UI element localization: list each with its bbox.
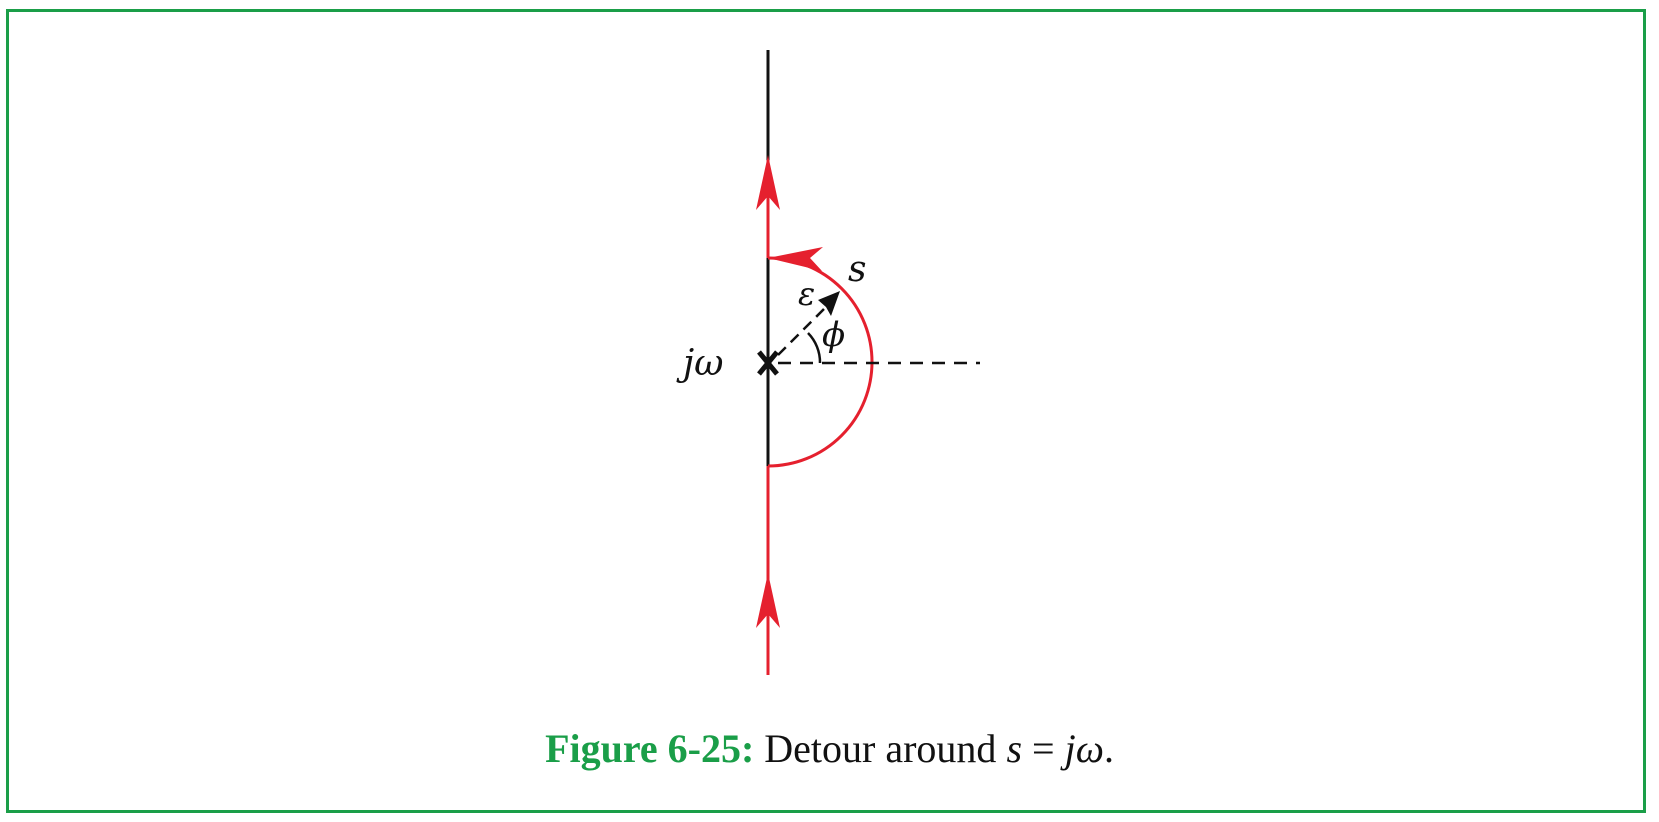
angle-arc [807, 332, 822, 364]
radius-dashed-line [777, 306, 827, 356]
caption-equals: = [1022, 726, 1065, 771]
figure-label: Figure 6-25: [545, 726, 755, 771]
pole-marker [757, 350, 779, 376]
caption-period: . [1103, 726, 1114, 771]
contour-arrow-bottom [756, 573, 780, 628]
figure-frame [6, 9, 1646, 813]
caption-text: Detour around [764, 726, 1007, 771]
contour-label: s [848, 249, 866, 290]
pole-label: jω [676, 343, 724, 384]
radius-arrowhead [818, 291, 840, 316]
angle-label: ϕ [822, 315, 845, 355]
contour-arrow-semicircle [768, 247, 823, 271]
contour-arrow-top [756, 155, 780, 210]
figure-caption: Figure 6-25: Detour around s = jω. [0, 725, 1659, 772]
caption-math-s: s [1006, 726, 1023, 771]
radius-label: ε [798, 275, 815, 313]
caption-math-jw: jω [1064, 726, 1104, 771]
